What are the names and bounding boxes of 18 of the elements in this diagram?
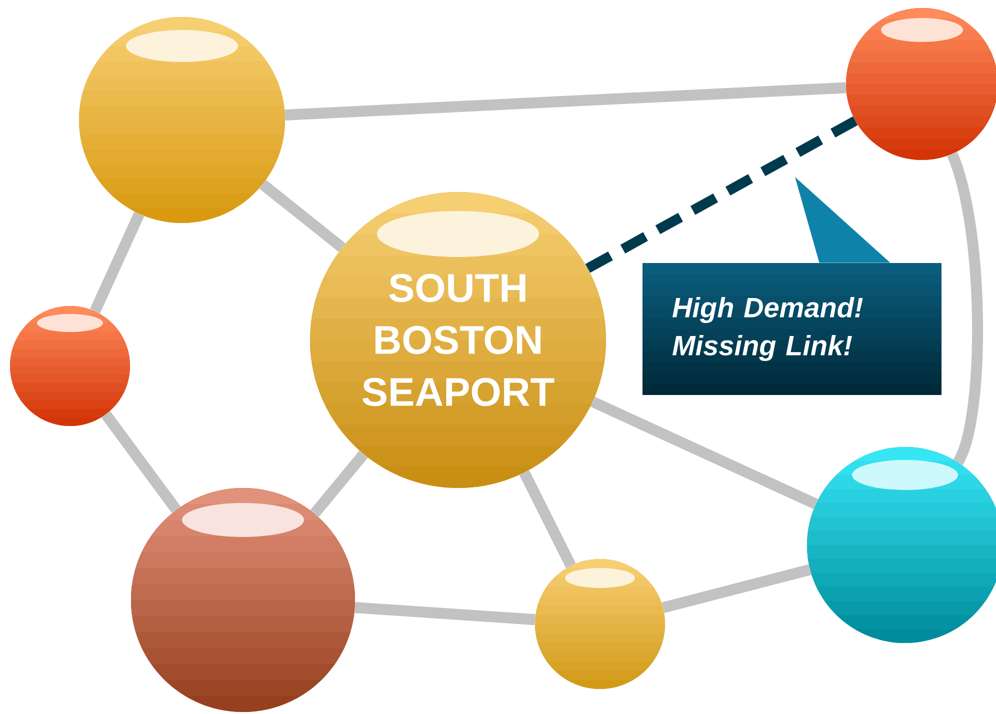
sphere — [10, 306, 130, 426]
connector-line — [519, 470, 576, 568]
sphere — [535, 559, 665, 689]
connector-line — [259, 180, 346, 252]
dashed-connector-line — [585, 116, 858, 273]
sphere — [131, 488, 355, 712]
connector-line — [590, 396, 818, 510]
callout-pointer — [795, 177, 890, 263]
sphere — [79, 17, 285, 223]
connector-line — [101, 411, 181, 514]
callout-box: High Demand! Missing Link! — [642, 263, 942, 395]
connector-line — [947, 152, 983, 465]
connector-line — [354, 602, 536, 626]
connector-line — [284, 82, 846, 120]
connector-line — [310, 450, 368, 518]
node-label: High Demand! Missing Link! — [672, 296, 863, 362]
connector-line — [662, 564, 812, 613]
connector-line — [90, 212, 144, 314]
